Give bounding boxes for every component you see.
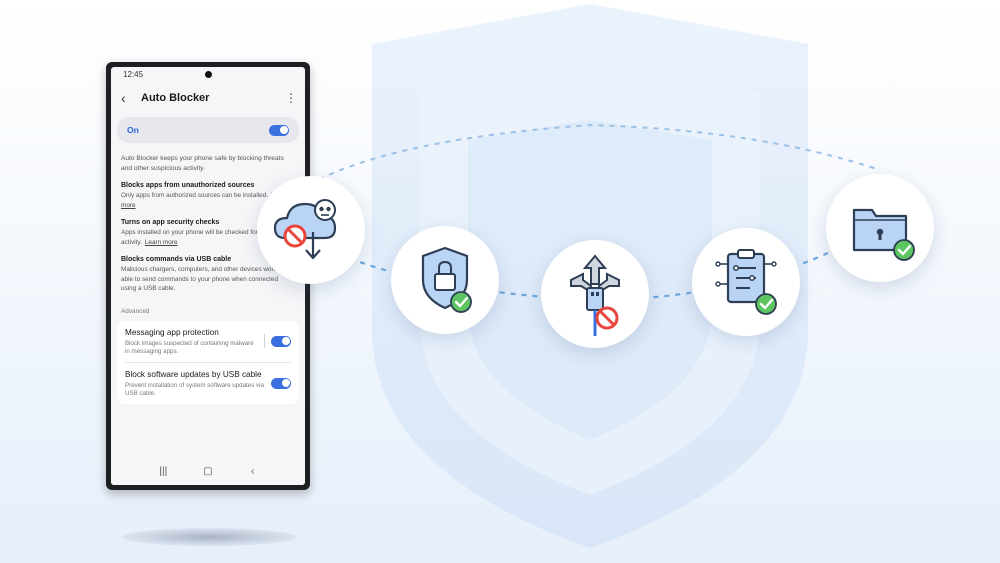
feature-item-security-checks: Turns on app security checks Apps instal… — [111, 219, 305, 247]
status-bar: 12:45 — [111, 67, 305, 83]
recent-apps-icon[interactable]: ||| — [159, 465, 168, 477]
more-options-icon[interactable]: ⋮ — [285, 91, 297, 105]
phone-shadow — [122, 528, 296, 546]
setting-block-usb-updates[interactable]: Block software updates by USB cable Prev… — [125, 369, 291, 398]
feature-desc: Apps installed on your phone will be che… — [121, 228, 295, 247]
master-toggle-row[interactable]: On — [117, 117, 299, 143]
home-icon[interactable]: ▢ — [203, 465, 213, 477]
cloud-download-blocked-icon — [257, 176, 365, 284]
navigation-bar: ||| ▢ ‹ — [111, 457, 305, 485]
feature-desc-text: Apps installed on your phone will be che… — [121, 229, 287, 246]
clipboard-check-icon — [692, 228, 800, 336]
setting-text: Block software updates by USB cable Prev… — [125, 369, 271, 398]
setting-separator — [264, 334, 265, 348]
front-camera — [205, 71, 212, 78]
master-toggle-label: On — [127, 125, 139, 135]
phone-screen: 12:45 ‹ Auto Blocker ⋮ On Auto Blocker k… — [111, 67, 305, 485]
setting-title: Messaging app protection — [125, 327, 219, 337]
setting-desc: Prevent installation of system software … — [125, 381, 264, 397]
phone-device: 12:45 ‹ Auto Blocker ⋮ On Auto Blocker k… — [106, 62, 310, 490]
usb-blocked-icon — [541, 240, 649, 348]
feature-desc: Malicious chargers, computers, and other… — [121, 266, 288, 292]
page-title: Auto Blocker — [141, 92, 210, 104]
status-time: 12:45 — [123, 70, 144, 79]
setting-desc: Block images suspected of containing mal… — [125, 339, 254, 355]
setting-title: Block software updates by USB cable — [125, 369, 262, 379]
back-arrow-icon[interactable]: ‹ — [121, 90, 126, 106]
master-toggle-switch[interactable] — [269, 124, 289, 136]
back-nav-icon[interactable]: ‹ — [250, 465, 255, 477]
block-usb-updates-toggle[interactable] — [271, 377, 291, 389]
feature-description: Auto Blocker keeps your phone safe by bl… — [121, 155, 284, 172]
feature-title: Blocks commands via USB cable — [121, 256, 232, 263]
advanced-section-label: Advanced — [121, 307, 150, 315]
learn-more-link[interactable]: Learn more — [144, 238, 178, 246]
setting-text: Messaging app protection Block images su… — [125, 327, 264, 356]
advanced-settings-card: Messaging app protection Block images su… — [117, 320, 299, 404]
messaging-protection-toggle[interactable] — [271, 335, 291, 347]
lock-shield-check-icon — [391, 226, 499, 334]
feature-desc-text: Only apps from authorized sources can be… — [121, 192, 269, 199]
feature-item-usb-commands: Blocks commands via USB cable Malicious … — [111, 256, 305, 294]
feature-title: Blocks apps from unauthorized sources — [121, 182, 255, 189]
setting-messaging-protection[interactable]: Messaging app protection Block images su… — [125, 327, 291, 356]
setting-divider — [125, 361, 291, 363]
app-bar: ‹ Auto Blocker ⋮ — [111, 83, 305, 113]
folder-lock-check-icon — [826, 174, 934, 282]
feature-title: Turns on app security checks — [121, 219, 220, 226]
